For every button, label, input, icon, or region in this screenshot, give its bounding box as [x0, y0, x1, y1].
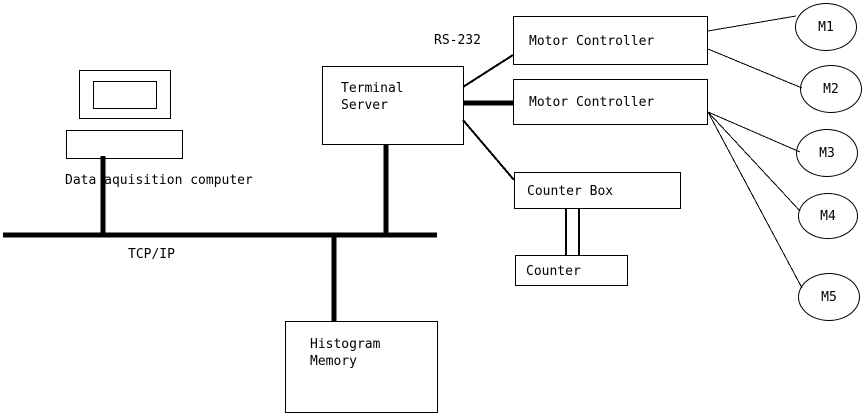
- motor-controller-2-to-m3: [707, 111, 801, 153]
- motor-m4: M4: [798, 193, 858, 239]
- motor-m3-label: M3: [819, 145, 835, 161]
- motor-controller-2-to-m4: [707, 111, 801, 212]
- motor-controller-2-to-m5: [707, 111, 803, 289]
- motor-controller-1-to-m1: [707, 15, 797, 32]
- motor-m5: M5: [798, 273, 860, 321]
- tcp-ip-bus-label: TCP/IP: [128, 247, 175, 262]
- motor-m3: M3: [796, 129, 858, 177]
- motor-controller-1-label: Motor Controller: [529, 34, 655, 49]
- counter: Counter: [515, 255, 628, 286]
- motor-m5-label: M5: [821, 289, 837, 305]
- terminal-server-to-counter-box: [462, 119, 515, 181]
- counter-box: Counter Box: [514, 172, 681, 209]
- monitor-bezel: [79, 70, 171, 119]
- motor-controller-2: Motor Controller: [513, 79, 708, 125]
- motor-m4-label: M4: [820, 208, 836, 224]
- data-acquisition-computer-label: Data aquisition computer: [65, 173, 253, 188]
- histogram-memory-label: Histogram Memory: [310, 337, 381, 369]
- terminal-server-to-motor-controller-1: [462, 54, 514, 88]
- motor-controller-1: Motor Controller: [513, 16, 708, 65]
- keyboard: [66, 130, 183, 159]
- histogram-memory: Histogram Memory: [285, 321, 438, 413]
- motor-controller-2-label: Motor Controller: [529, 95, 655, 110]
- motor-controller-1-to-m2: [707, 48, 803, 89]
- motor-m2-label: M2: [823, 81, 839, 97]
- motor-m1: M1: [795, 3, 857, 51]
- counter-label: Counter: [526, 264, 581, 279]
- counter-box-label: Counter Box: [527, 184, 614, 199]
- terminal-server: Terminal Server: [322, 66, 464, 145]
- motor-m1-label: M1: [818, 19, 834, 35]
- monitor-screen: [93, 81, 157, 109]
- rs232-label: RS-232: [434, 33, 481, 48]
- terminal-server-label: Terminal Server: [341, 81, 404, 113]
- motor-m2: M2: [800, 65, 862, 113]
